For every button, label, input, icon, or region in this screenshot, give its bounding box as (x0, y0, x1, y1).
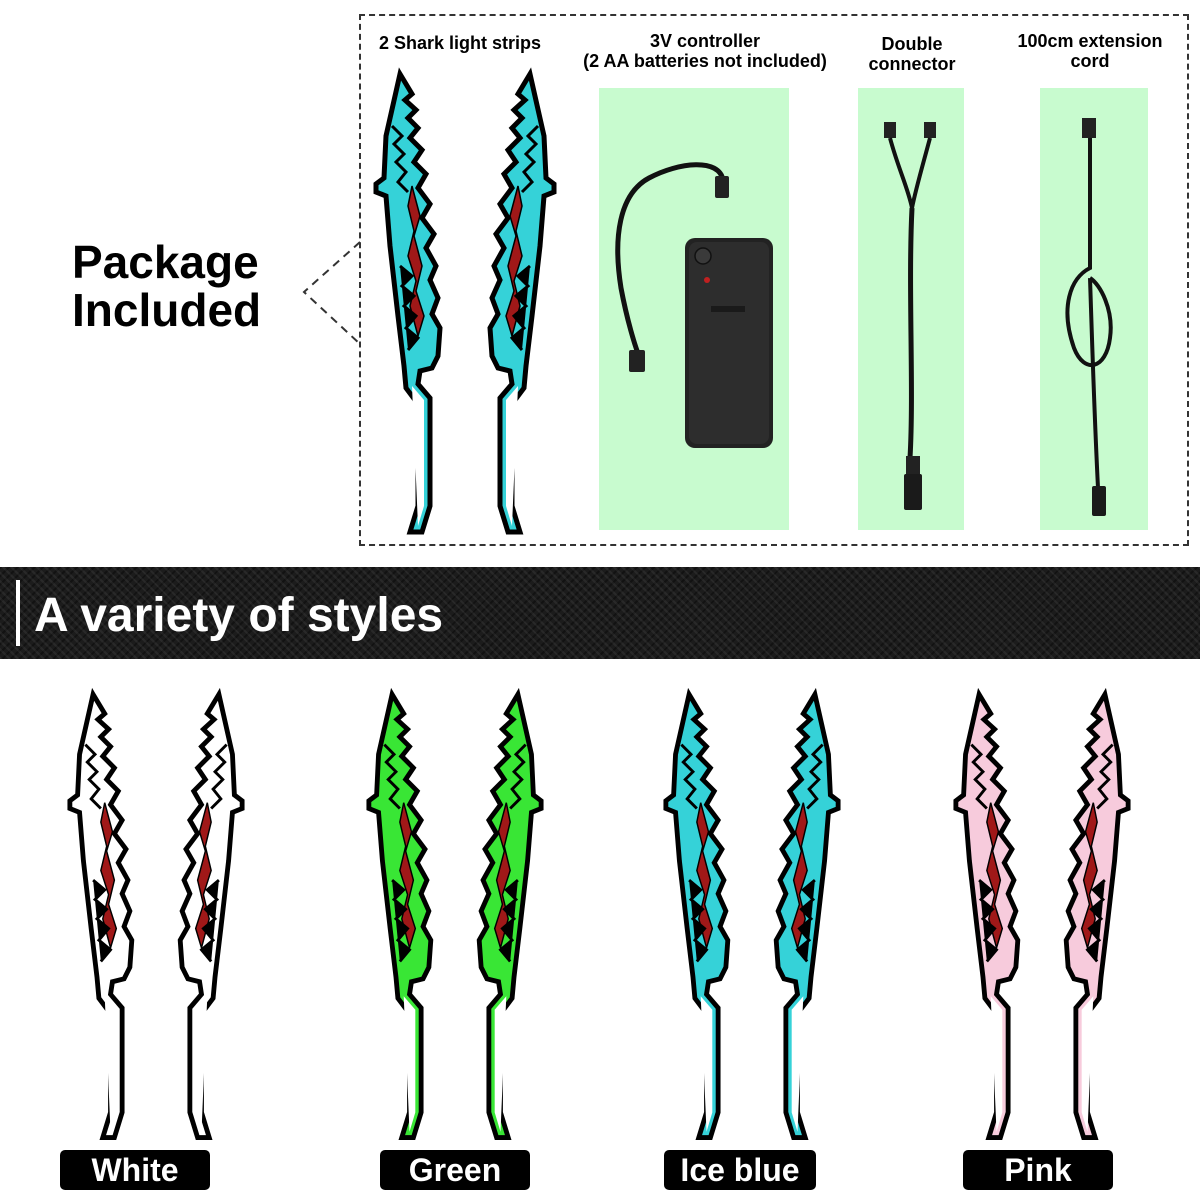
package-title-line1: Package (72, 236, 259, 288)
styles-banner (0, 567, 1200, 659)
controller-image (615, 162, 773, 448)
double-connector-panel (858, 88, 964, 530)
style-label-green: Green (380, 1150, 530, 1190)
caption-line: connector (868, 54, 956, 74)
package-title-line2: Included (72, 284, 262, 336)
extension-cord-panel (1040, 88, 1148, 530)
shark-strips-ice-blue (662, 676, 842, 1152)
style-label-pink: Pink (963, 1150, 1113, 1190)
double-connector-image (884, 122, 936, 510)
caption-line: 3V controller (649, 31, 761, 51)
caption-controller: 3V controller (2 AA batteries not includ… (560, 31, 850, 71)
caption-line: 100cm extension (1017, 31, 1163, 51)
shark-strips-image (372, 66, 558, 536)
style-label-ice-blue: Ice blue (664, 1150, 816, 1190)
caption-line: 2 Shark light strips (378, 33, 542, 53)
shark-strips-pink (952, 676, 1132, 1152)
extension-cord-image (1065, 118, 1113, 516)
callout-pointer (302, 241, 361, 345)
package-contents-box (359, 14, 1189, 546)
shark-strips-white (66, 676, 246, 1152)
controller-panel (599, 88, 789, 530)
caption-double-connector: Double connector (852, 34, 972, 74)
caption-shark-strips: 2 Shark light strips (360, 33, 560, 53)
banner-accent-bar (16, 580, 20, 646)
style-label-white: White (60, 1150, 210, 1190)
caption-line: cord (1070, 51, 1110, 71)
shark-strips-green (365, 676, 545, 1152)
package-included-title: Package Included (72, 238, 332, 334)
banner-title: A variety of styles (34, 589, 444, 642)
caption-line: (2 AA batteries not included) (583, 51, 827, 71)
caption-line: Double (881, 34, 943, 54)
caption-extension-cord: 100cm extension cord (990, 31, 1190, 71)
